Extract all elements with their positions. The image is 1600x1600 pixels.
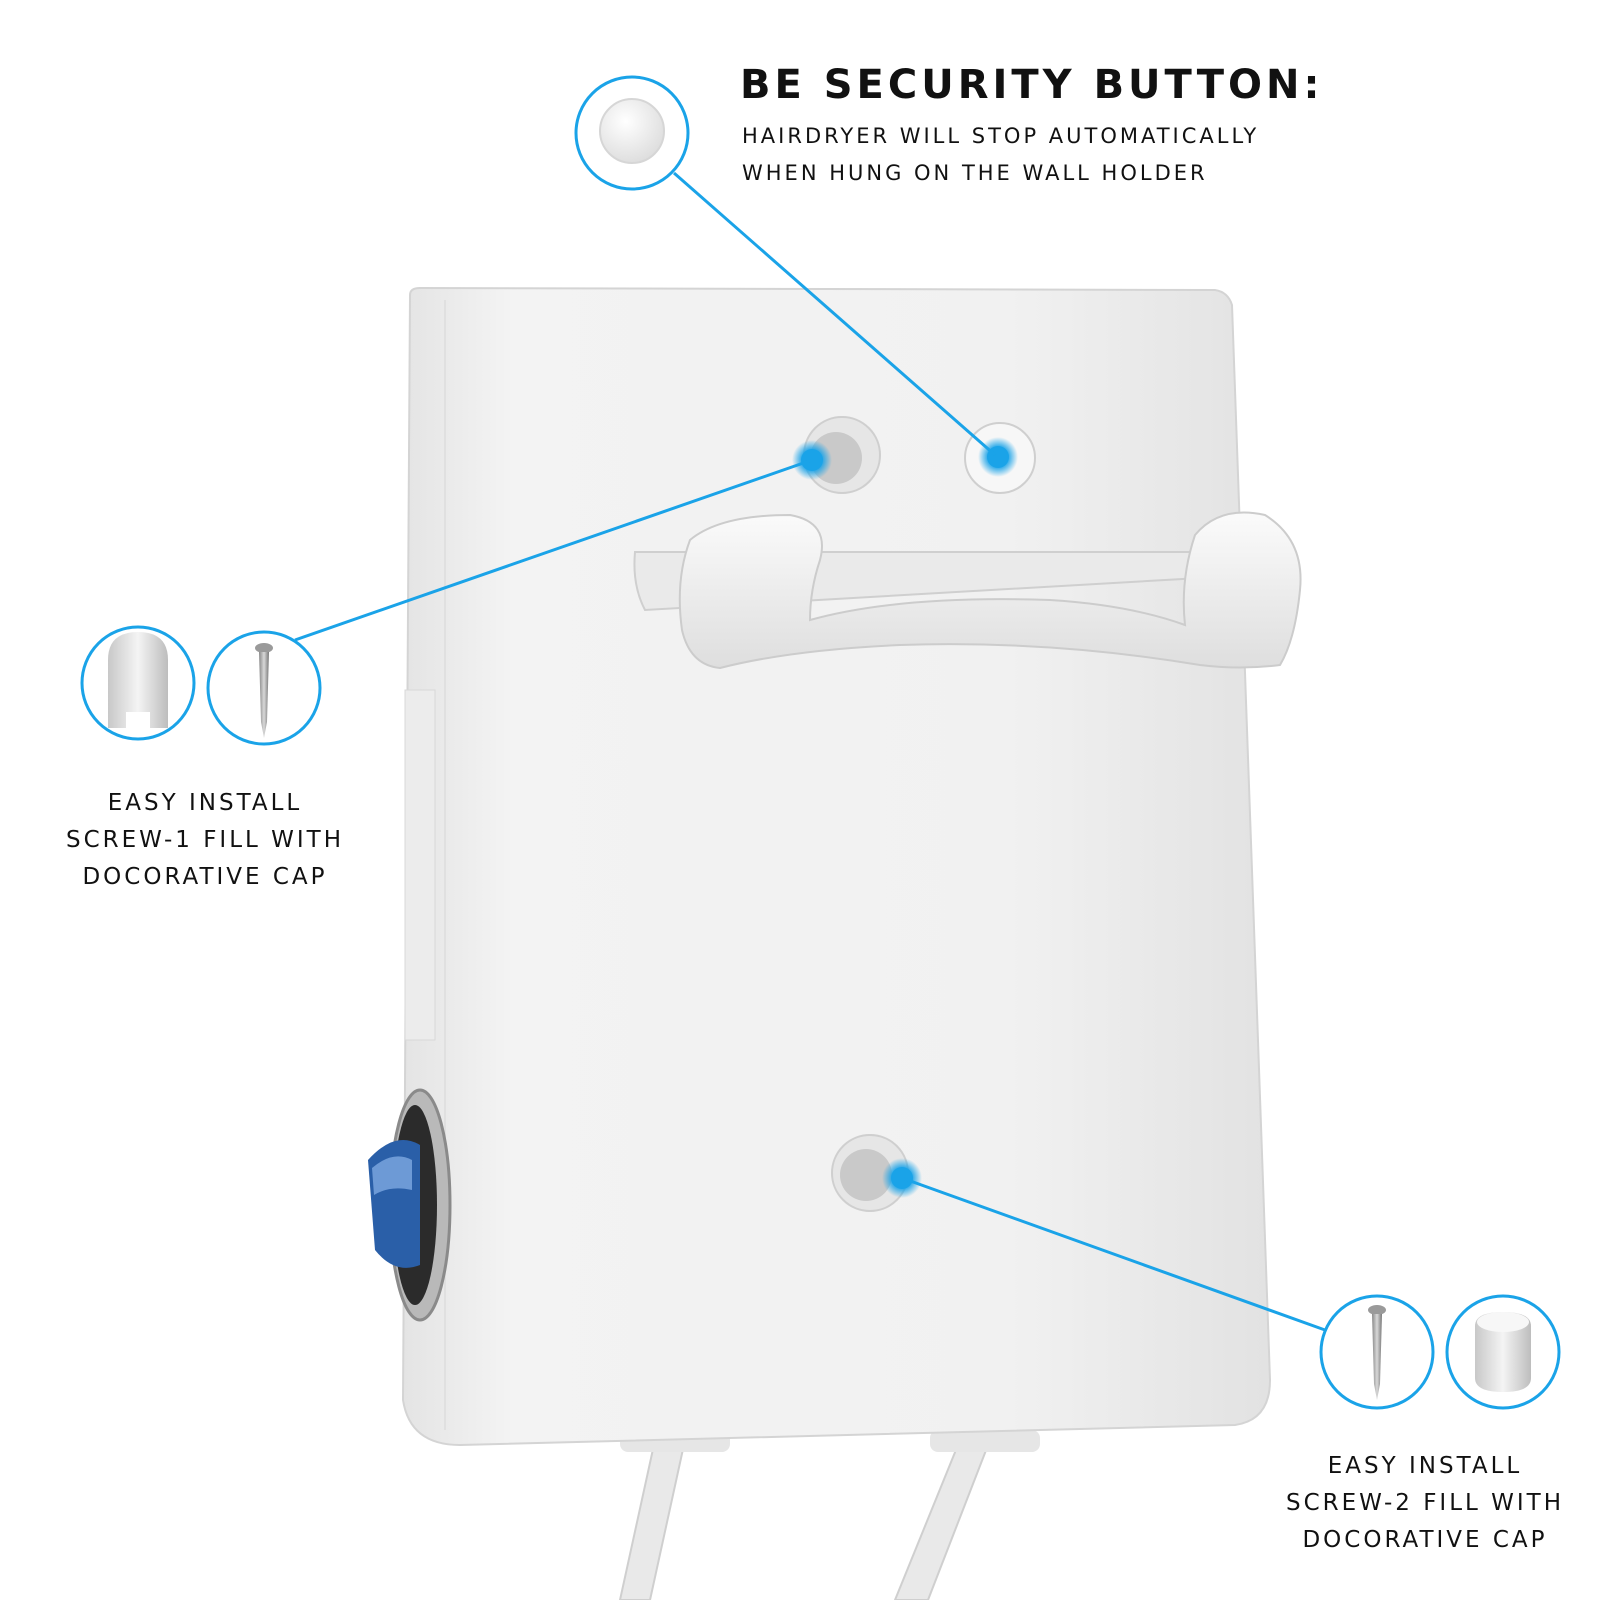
security-button (964, 422, 1036, 494)
callout-button-zoom (574, 75, 690, 191)
screw-hole-1 (792, 416, 881, 494)
right-label-line-3: docorative cap (1302, 1527, 1548, 1553)
left-label-line-3: docorative cap (82, 864, 328, 890)
callout-screw-2 (1319, 1294, 1435, 1410)
callout-cap-2 (1445, 1294, 1561, 1410)
callout-lines (294, 171, 1326, 1332)
power-cables (618, 1430, 1040, 1600)
right-label-line-1: Easy Install (1327, 1453, 1523, 1479)
right-label-line-2: screw-2 Fill with (1285, 1490, 1565, 1516)
left-install-label: Easy Install screw-1 Fill with docorativ… (40, 785, 370, 896)
dryer-hook (633, 511, 1302, 670)
callout-line-1: hairdryer will stop automatically (742, 124, 1260, 148)
callout-line-2: when hung on the wall holder (742, 161, 1208, 185)
callout-title: Be Security BUTTON: (740, 62, 1324, 108)
callout-cap-1 (80, 625, 196, 741)
left-label-line-2: screw-1 Fill with (65, 827, 345, 853)
callout-screw-1 (206, 630, 322, 746)
left-label-line-1: Easy Install (107, 790, 303, 816)
rocker-switch-icon (368, 1088, 452, 1322)
right-install-label: Easy Install screw-2 Fill with docorativ… (1255, 1448, 1595, 1559)
